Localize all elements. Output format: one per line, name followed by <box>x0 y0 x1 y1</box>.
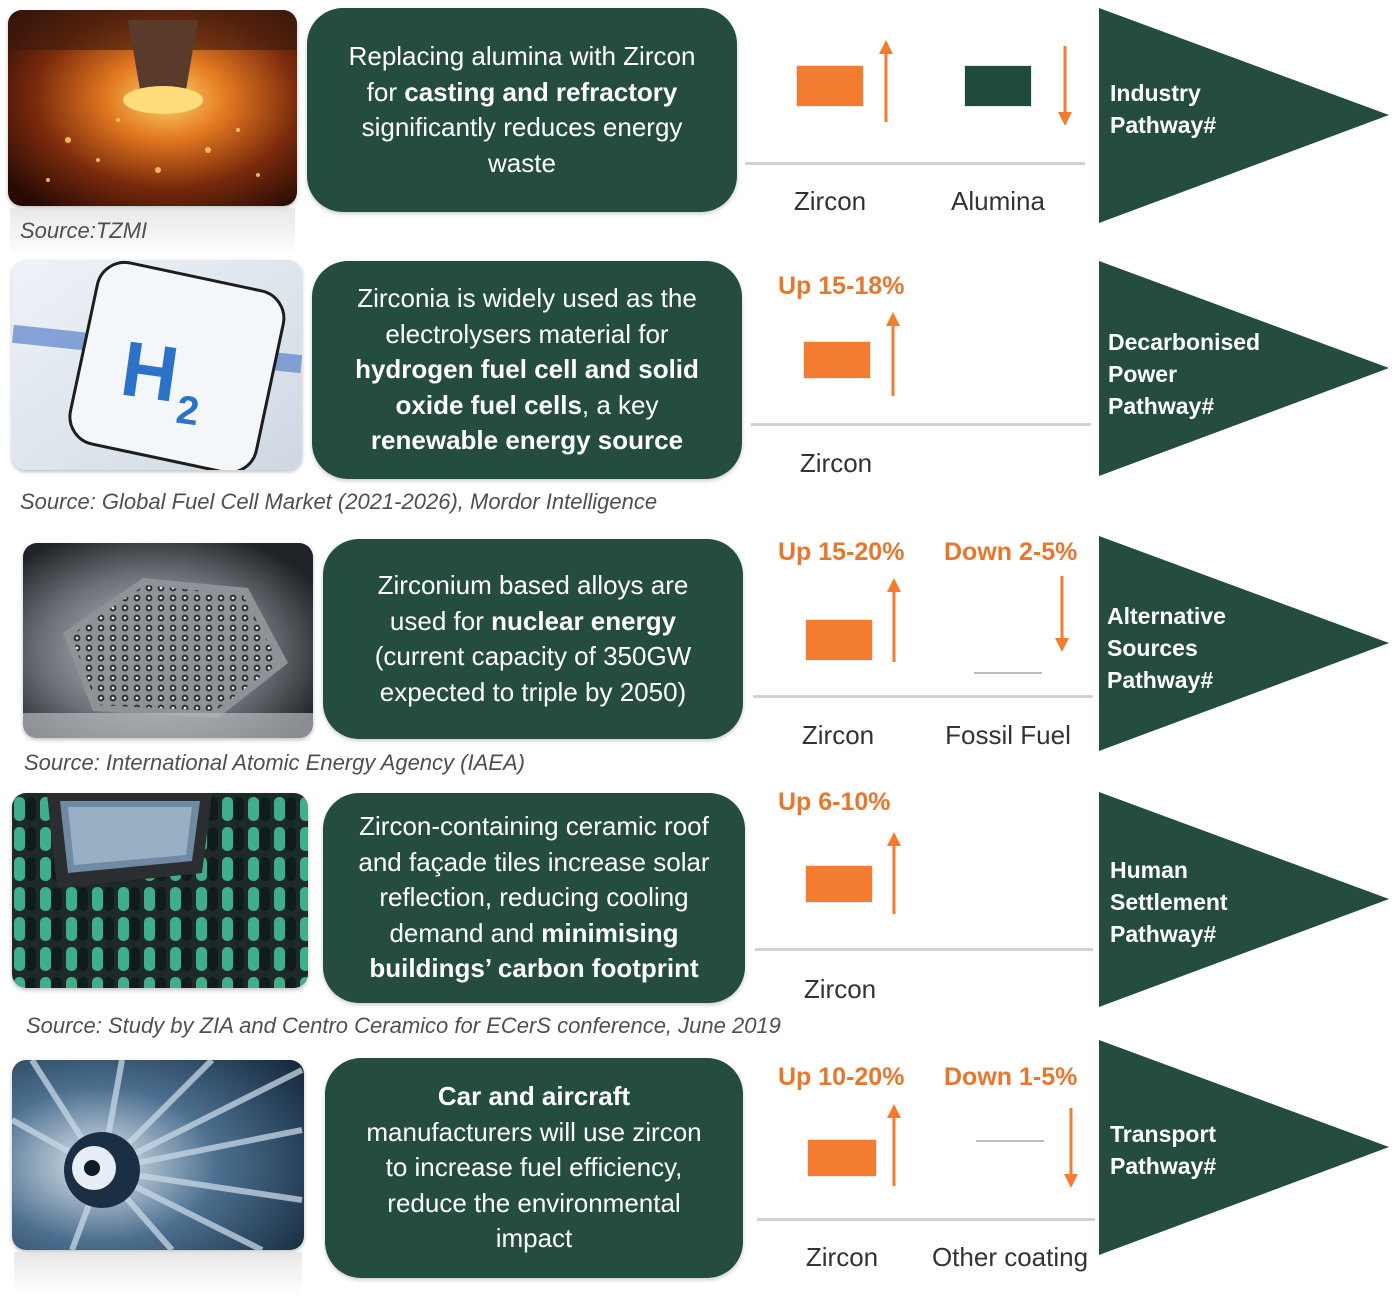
percent-change-label: Down 1-5% <box>944 1063 1078 1091</box>
up-arrow-icon <box>887 1104 901 1186</box>
description-text-run: (current capacity of 350GW expected to t… <box>374 641 692 707</box>
description-text-run: manufacturers will use zircon to increas… <box>366 1116 702 1254</box>
description-text-run: Zirconium based alloys are used for <box>377 570 689 636</box>
zircon-bar <box>808 1140 876 1176</box>
percent-change-label: Up 6-10% <box>778 788 891 816</box>
description-text: Car and aircraft manufacturers will use … <box>365 1079 703 1257</box>
hydrogen-h2-photo: H 2 <box>12 260 302 470</box>
pathway-label: Human Settlement Pathway# <box>1110 857 1228 947</box>
up-arrow-icon <box>887 832 901 914</box>
description-bold-text: nuclear energy <box>491 605 677 636</box>
category-label: Alumina <box>951 186 1045 216</box>
category-label: Zircon <box>805 1242 879 1272</box>
category-label: Zircon <box>793 186 867 216</box>
pathway-label: Transport Pathway# <box>1110 1121 1217 1179</box>
description-bold-text: casting and refractory <box>404 76 678 107</box>
zircon-bar <box>797 66 863 106</box>
category-label: Zircon <box>803 974 877 1004</box>
baseline-divider <box>745 162 1085 165</box>
turbine-engine-photo <box>12 1060 304 1250</box>
baseline-divider <box>755 948 1093 951</box>
pathway-label: Industry Pathway# <box>1110 80 1217 138</box>
power-row: H 2 Source: Global Fuel Cell Market (202… <box>0 0 1396 530</box>
down-arrow-icon <box>1058 46 1072 126</box>
pathway-label: Decarbonised Power Pathway# <box>1108 329 1261 419</box>
source-citation: Source:TZMI <box>20 218 148 243</box>
description-bold-text: Car and aircraft <box>437 1081 631 1112</box>
percent-change-label: Up 15-18% <box>778 272 905 300</box>
description-panel: Zirconium based alloys are used for nucl… <box>323 539 743 739</box>
up-arrow-icon <box>886 312 900 396</box>
source-citation: Source: Study by ZIA and Centro Ceramico… <box>26 1013 781 1038</box>
description-text: Zirconium based alloys are used for nucl… <box>351 568 715 710</box>
steel-foundry-photo <box>8 10 297 206</box>
category-label: Zircon <box>799 448 873 478</box>
roof-tiles-photo <box>12 793 308 988</box>
down-arrow-icon <box>1055 576 1069 652</box>
alumina-bar <box>965 66 1031 106</box>
percent-change-label: Down 2-5% <box>944 538 1078 566</box>
source-citation: Source: International Atomic Energy Agen… <box>24 750 525 775</box>
description-text-run: , a key <box>581 389 659 420</box>
down-arrow-icon <box>1064 1108 1078 1188</box>
zircon-bar <box>804 342 870 378</box>
other-coating-level-line <box>976 1140 1044 1142</box>
baseline-divider <box>757 1218 1095 1221</box>
description-panel: Car and aircraft manufacturers will use … <box>325 1058 743 1278</box>
description-text-run: Zirconia is widely used as the electroly… <box>357 283 697 349</box>
pathway-arrow-shape <box>1099 261 1389 476</box>
photo-reflection <box>14 1252 302 1296</box>
pathway-arrow-shape <box>1099 536 1389 751</box>
category-label: Other coating <box>931 1242 1089 1272</box>
description-text: Zirconia is widely used as the electroly… <box>334 281 720 459</box>
human-settlement-row: Source: Study by ZIA and Centro Ceramico… <box>12 788 1389 1038</box>
description-bold-text: hydrogen fuel cell and solid oxide fuel … <box>355 354 699 420</box>
pathway-arrow-shape <box>1099 792 1389 1007</box>
photo-reflection <box>10 208 295 258</box>
description-bold-text: minimising buildings’ carbon footprint <box>369 917 699 984</box>
up-arrow-icon <box>879 40 893 122</box>
alternative-sources-row: Source: International Atomic Energy Agen… <box>23 536 1389 775</box>
svg-text:H: H <box>116 324 184 419</box>
description-text: Replacing alumina with Zircon for castin… <box>347 39 697 181</box>
percent-change-label: Up 10-20% <box>778 1063 905 1091</box>
baseline-divider <box>751 423 1091 426</box>
description-bold-text: renewable energy source <box>370 425 684 456</box>
description-text-run: Zircon-containing ceramic roof and façad… <box>358 811 710 948</box>
industry-row: Source:TZMI Replacing alumina with Zirco… <box>0 0 1396 260</box>
description-panel: Zirconia is widely used as the electroly… <box>312 261 742 479</box>
pathway-label: Alternative Sources Pathway# <box>1107 603 1226 693</box>
percent-change-label: Up 15-20% <box>778 538 905 566</box>
description-text-run: significantly reduces energy waste <box>361 112 683 178</box>
pathway-arrow-shape <box>1099 8 1389 223</box>
category-label: Fossil Fuel <box>945 720 1071 750</box>
source-citation: Source: Global Fuel Cell Market (2021-20… <box>20 489 658 514</box>
baseline-divider <box>753 695 1093 698</box>
category-label: Zircon <box>801 720 875 750</box>
zircon-bar <box>806 866 872 902</box>
description-panel: Zircon-containing ceramic roof and façad… <box>323 793 745 1003</box>
up-arrow-icon <box>887 578 901 662</box>
fossil-fuel-level-line <box>974 672 1042 674</box>
zircon-bar <box>806 620 872 660</box>
nuclear-reactor-photo <box>23 543 313 738</box>
pathway-arrow-shape <box>1099 1040 1389 1255</box>
description-panel: Replacing alumina with Zircon for castin… <box>307 8 737 212</box>
description-text: Zircon-containing ceramic roof and façad… <box>343 809 725 987</box>
description-text-run: Replacing alumina with Zircon for <box>348 41 696 107</box>
